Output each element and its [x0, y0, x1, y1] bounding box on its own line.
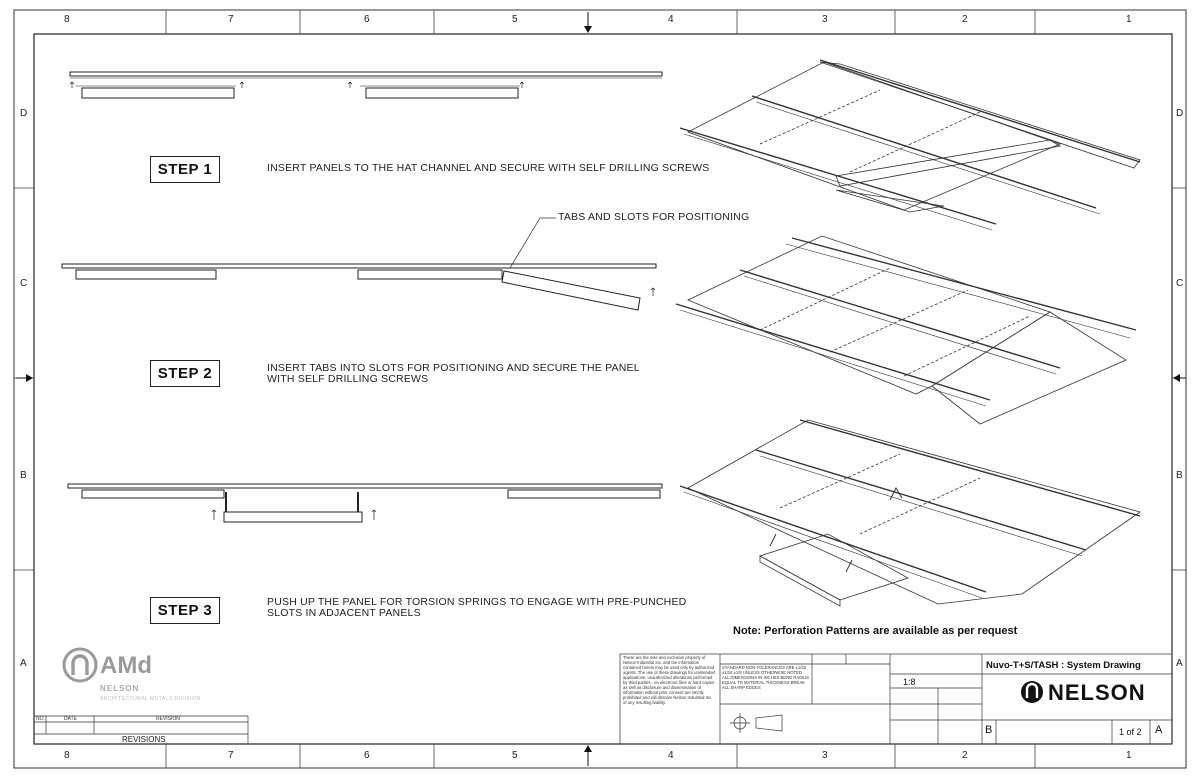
zone-top-6: 6 [364, 14, 370, 25]
iso-view-2 [675, 235, 1137, 425]
rev-col-no: NO. [36, 716, 45, 722]
title-block [619, 653, 1173, 745]
step3-elevation [67, 483, 663, 523]
step1-label: STEP 1 [150, 156, 220, 183]
tolerances-note: STANDARD NON-TOLERANCES ARE ±1/32 ±1/16 … [722, 665, 810, 690]
nelson-brand: NELSON [1048, 680, 1146, 705]
revisions-block [34, 715, 249, 744]
tabs-slots-callout: TABS AND SLOTS FOR POSITIONING [558, 211, 750, 223]
zone-bottom-4: 4 [668, 750, 674, 761]
zone-bottom-3: 3 [822, 750, 828, 761]
zone-left-c: C [20, 278, 28, 289]
rev-col-revision: REVISION [156, 716, 180, 722]
step3-text-line1: PUSH UP THE PANEL FOR TORSION SPRINGS TO… [267, 596, 687, 608]
zone-right-c: C [1176, 278, 1184, 289]
zone-top-1: 1 [1126, 14, 1132, 25]
zone-left-d: D [20, 108, 28, 119]
nelson-logo-mark [1021, 681, 1043, 703]
zone-right-b: B [1176, 470, 1183, 481]
size-value: B [985, 724, 993, 736]
zone-right-d: D [1176, 108, 1184, 119]
drawing-title: Nuvo-T+S/TASH : System Drawing [986, 660, 1141, 671]
revisions-title: REVISIONS [122, 735, 166, 744]
zone-top-4: 4 [668, 14, 674, 25]
legal-notice: These are the sole and exclusive propert… [623, 655, 717, 705]
outer-border [13, 9, 1187, 769]
zone-top-7: 7 [228, 14, 234, 25]
iso-view-1 [679, 59, 1141, 231]
sheet-value: 1 of 2 [1119, 727, 1142, 737]
zone-bottom-6: 6 [364, 750, 370, 761]
zone-left-a: A [20, 658, 27, 669]
step3-text-line2: SLOTS IN ADJACENT PANELS [267, 607, 421, 619]
zone-bottom-2: 2 [962, 750, 968, 761]
perforation-note: Note: Perforation Patterns are available… [733, 625, 1018, 637]
step1-elevation [69, 71, 663, 99]
step2-text-line1: INSERT TABS INTO SLOTS FOR POSITIONING A… [267, 362, 640, 374]
zone-top-3: 3 [822, 14, 828, 25]
amd-logo-sub2: ARCHITECTURAL METALS DIVISION [100, 696, 201, 702]
step2-label: STEP 2 [150, 360, 220, 387]
step3-label: STEP 3 [150, 597, 220, 624]
amd-logo-sub1: NELSON [100, 684, 140, 693]
step1-text: INSERT PANELS TO THE HAT CHANNEL AND SEC… [267, 162, 710, 174]
step2-text-line2: WITH SELF DRILLING SCREWS [267, 373, 429, 385]
inner-border [33, 33, 1173, 745]
zone-right-a: A [1176, 658, 1183, 669]
zone-top-2: 2 [962, 14, 968, 25]
zone-bottom-5: 5 [512, 750, 518, 761]
zone-ticks [14, 10, 1186, 768]
amd-logo-text: AMd [100, 652, 152, 679]
amd-logo-mark [62, 647, 98, 683]
center-arrows [16, 12, 1186, 766]
rev-col-date: DATE [64, 716, 77, 722]
iso-view-3 [679, 419, 1141, 607]
zone-bottom-7: 7 [228, 750, 234, 761]
zone-top-8: 8 [64, 14, 70, 25]
scale-value: 1:8 [903, 677, 916, 687]
zone-top-5: 5 [512, 14, 518, 25]
zone-bottom-1: 1 [1126, 750, 1132, 761]
rev-value: A [1155, 724, 1163, 736]
step2-elevation [61, 217, 657, 311]
zone-left-b: B [20, 470, 27, 481]
zone-bottom-8: 8 [64, 750, 70, 761]
